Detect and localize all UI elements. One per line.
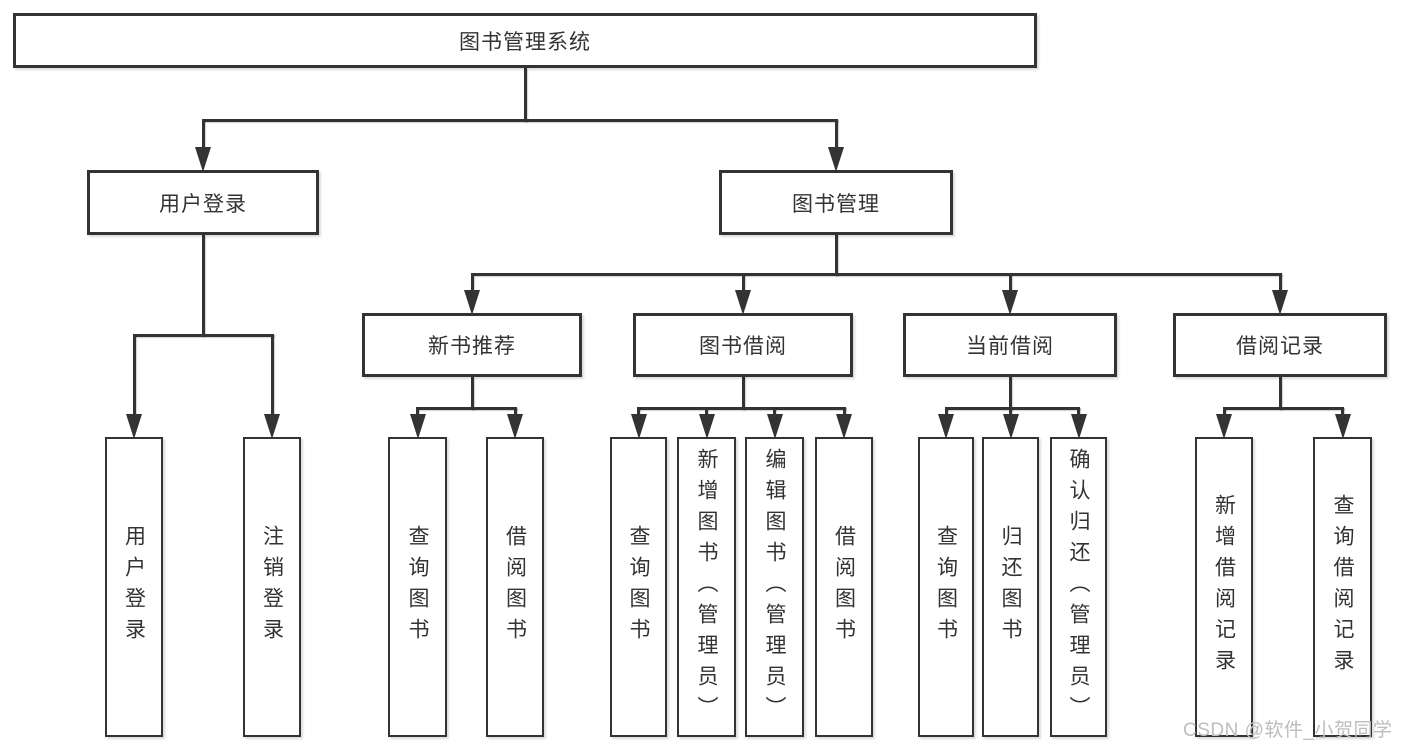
connector-bus-line <box>132 334 274 337</box>
arrow-down-icon <box>938 414 954 439</box>
connector-bus-line <box>944 407 1080 410</box>
arrow-down-icon <box>630 414 647 439</box>
connector-line <box>944 407 948 414</box>
arrow-down-icon <box>1070 414 1087 439</box>
node-label-borrow-borrow-books: 借阅图书 <box>832 525 856 649</box>
connector-line <box>201 119 205 147</box>
arrow-down-icon <box>409 414 426 439</box>
node-label-new-book-recommend: 新书推荐 <box>428 335 516 358</box>
connector-line <box>132 334 136 414</box>
connector-line <box>470 273 474 290</box>
connector-bus-line <box>201 119 838 122</box>
node-label-borrow-add-books: 新增图书（管理员） <box>695 447 718 727</box>
connector-line <box>637 407 640 414</box>
connector-bus-line <box>1222 407 1344 410</box>
node-records-add-record: 新增借阅记录 <box>1195 437 1253 737</box>
arrow-down-icon <box>735 290 751 315</box>
connector-line <box>270 334 274 414</box>
node-label-book-mgmt-branch: 图书管理 <box>792 192 880 216</box>
node-recommend-borrow-books: 借阅图书 <box>486 437 544 737</box>
node-label-logout-leaf: 注销登录 <box>260 525 284 649</box>
connector-bus-line <box>416 407 517 410</box>
node-label-records-query-record: 查询借阅记录 <box>1331 494 1354 680</box>
arrow-down-icon <box>1002 414 1019 439</box>
connector-line <box>1341 407 1344 414</box>
connector-line <box>705 407 708 414</box>
connector-bus-line <box>470 273 1282 276</box>
arrow-down-icon <box>126 414 142 439</box>
connector-bus-line <box>637 407 846 410</box>
arrow-down-icon <box>464 290 480 315</box>
node-root: 图书管理系统 <box>13 13 1037 68</box>
arrow-down-icon <box>1216 414 1232 439</box>
csdn-watermark: CSDN @软件_小贺同学 <box>1183 720 1393 741</box>
node-label-current-query-books: 查询图书 <box>934 525 958 649</box>
node-label-borrow-query-books: 查询图书 <box>627 525 650 649</box>
connector-line <box>470 377 474 410</box>
node-label-borrow-records: 借阅记录 <box>1236 335 1324 358</box>
node-label-recommend-borrow-books: 借阅图书 <box>503 525 527 649</box>
arrow-down-icon <box>1334 414 1351 439</box>
node-label-current-confirm-return: 确认归还（管理员） <box>1067 447 1090 727</box>
node-current-query-books: 查询图书 <box>918 437 974 737</box>
node-label-current-return-books: 归还图书 <box>999 525 1022 649</box>
connector-line <box>1278 377 1282 410</box>
node-label-user-login-leaf: 用户登录 <box>122 525 146 649</box>
connector-line <box>1222 407 1226 414</box>
node-label-borrow-edit-books: 编辑图书（管理员） <box>763 447 786 727</box>
arrow-down-icon <box>1272 290 1288 315</box>
arrow-down-icon <box>507 414 523 439</box>
connector-line <box>1008 377 1012 410</box>
connector-line <box>842 407 846 414</box>
node-new-book-recommend: 新书推荐 <box>362 313 582 377</box>
node-label-book-borrow: 图书借阅 <box>699 335 787 358</box>
node-records-query-record: 查询借阅记录 <box>1313 437 1372 737</box>
node-borrow-add-books: 新增图书（管理员） <box>677 437 736 737</box>
node-borrow-edit-books: 编辑图书（管理员） <box>745 437 804 737</box>
node-label-user-login-branch: 用户登录 <box>159 192 247 216</box>
arrow-down-icon <box>828 147 844 172</box>
node-recommend-query-books: 查询图书 <box>388 437 447 737</box>
connector-line <box>523 68 527 122</box>
arrow-down-icon <box>698 414 715 439</box>
node-user-login-branch: 用户登录 <box>87 170 319 235</box>
node-label-root: 图书管理系统 <box>459 30 591 54</box>
arrow-down-icon <box>1002 290 1018 315</box>
node-borrow-records: 借阅记录 <box>1173 313 1387 377</box>
node-user-login-leaf: 用户登录 <box>105 437 163 737</box>
connector-line <box>834 119 838 147</box>
connector-line <box>1009 407 1012 414</box>
node-current-return-books: 归还图书 <box>982 437 1039 737</box>
node-borrow-query-books: 查询图书 <box>610 437 667 737</box>
node-current-confirm-return: 确认归还（管理员） <box>1050 437 1107 737</box>
connector-line <box>1077 407 1080 414</box>
connector-line <box>741 273 745 290</box>
connector-line <box>201 235 205 337</box>
arrow-down-icon <box>195 147 211 172</box>
node-current-borrow: 当前借阅 <box>903 313 1117 377</box>
connector-line <box>416 407 419 414</box>
node-book-borrow: 图书借阅 <box>633 313 853 377</box>
connector-line <box>773 407 776 414</box>
arrow-down-icon <box>264 414 280 439</box>
connector-line <box>741 377 745 410</box>
connector-line <box>1008 273 1012 290</box>
node-book-mgmt-branch: 图书管理 <box>719 170 953 235</box>
node-label-records-add-record: 新增借阅记录 <box>1212 494 1236 680</box>
node-label-current-borrow: 当前借阅 <box>966 335 1054 358</box>
node-logout-leaf: 注销登录 <box>243 437 301 737</box>
arrow-down-icon <box>836 414 852 439</box>
node-label-recommend-query-books: 查询图书 <box>406 525 429 649</box>
arrow-down-icon <box>766 414 783 439</box>
node-borrow-borrow-books: 借阅图书 <box>815 437 873 737</box>
connector-line <box>1278 273 1282 290</box>
connector-line <box>513 407 517 414</box>
connector-line <box>834 235 838 276</box>
